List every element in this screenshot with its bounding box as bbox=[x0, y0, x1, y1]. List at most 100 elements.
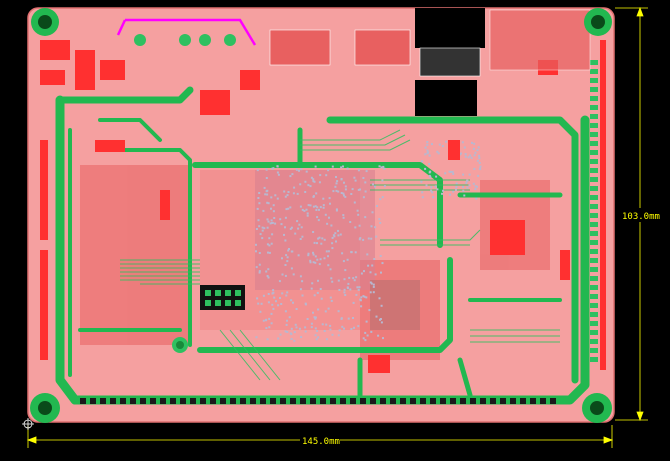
via bbox=[316, 258, 319, 261]
height-dimension-label: 103.0mm bbox=[622, 212, 660, 222]
header-pin bbox=[330, 398, 336, 404]
connector-pin bbox=[590, 177, 598, 182]
via bbox=[266, 226, 269, 229]
via bbox=[449, 193, 452, 196]
via bbox=[333, 235, 336, 238]
via bbox=[312, 253, 315, 256]
header-pin bbox=[250, 398, 256, 404]
via bbox=[363, 295, 366, 298]
via bbox=[299, 288, 302, 291]
via bbox=[307, 204, 310, 207]
via bbox=[365, 170, 368, 173]
via bbox=[290, 299, 293, 302]
via bbox=[343, 288, 346, 291]
via bbox=[325, 338, 328, 341]
via bbox=[315, 209, 318, 211]
via bbox=[261, 226, 264, 229]
via bbox=[319, 206, 322, 209]
via bbox=[468, 184, 471, 187]
via bbox=[343, 291, 346, 294]
via bbox=[305, 170, 308, 173]
via bbox=[309, 259, 312, 262]
via bbox=[271, 303, 274, 306]
header-pin bbox=[350, 398, 356, 404]
via bbox=[463, 194, 466, 197]
via bbox=[312, 311, 314, 314]
connector-pin bbox=[590, 114, 598, 119]
via bbox=[319, 258, 322, 261]
via bbox=[331, 247, 334, 250]
via bbox=[314, 165, 317, 168]
via bbox=[477, 174, 480, 177]
via bbox=[269, 222, 272, 225]
via bbox=[270, 312, 273, 315]
via bbox=[317, 279, 319, 282]
via bbox=[327, 307, 330, 310]
via bbox=[330, 299, 333, 302]
via bbox=[357, 169, 360, 172]
via bbox=[478, 162, 481, 164]
via bbox=[309, 185, 312, 188]
via bbox=[369, 281, 372, 284]
via bbox=[364, 190, 367, 193]
via bbox=[331, 333, 334, 336]
header-pin bbox=[90, 398, 96, 404]
via bbox=[442, 189, 444, 192]
jumper-block bbox=[200, 285, 245, 310]
via bbox=[306, 318, 309, 320]
via bbox=[296, 192, 299, 195]
via bbox=[370, 330, 373, 333]
via bbox=[371, 211, 374, 214]
via bbox=[372, 285, 375, 288]
via bbox=[362, 238, 365, 241]
via bbox=[312, 205, 315, 208]
via bbox=[472, 147, 475, 150]
via bbox=[445, 140, 448, 143]
via bbox=[320, 297, 323, 300]
via bbox=[259, 233, 262, 236]
via bbox=[438, 143, 441, 146]
via bbox=[428, 154, 431, 157]
header-pin bbox=[470, 398, 476, 404]
via bbox=[312, 178, 315, 181]
via bbox=[378, 218, 381, 221]
header-pin bbox=[390, 398, 396, 404]
right-edge-connector bbox=[590, 60, 598, 362]
header-pin bbox=[490, 398, 496, 404]
via bbox=[277, 173, 280, 176]
header-pin bbox=[420, 398, 426, 404]
via bbox=[343, 327, 345, 330]
via bbox=[466, 186, 469, 189]
via bbox=[313, 316, 316, 319]
via bbox=[424, 167, 427, 170]
via bbox=[283, 190, 286, 193]
via bbox=[375, 235, 378, 238]
via bbox=[319, 174, 322, 177]
header-pin bbox=[230, 398, 236, 404]
via bbox=[472, 182, 475, 185]
via bbox=[358, 238, 361, 241]
via bbox=[354, 226, 357, 229]
via bbox=[286, 291, 289, 294]
via bbox=[272, 204, 275, 207]
header-pin bbox=[360, 398, 366, 404]
via bbox=[342, 214, 345, 217]
via bbox=[285, 254, 288, 257]
via bbox=[271, 221, 274, 224]
via bbox=[366, 253, 369, 256]
via bbox=[271, 233, 274, 236]
via bbox=[281, 273, 284, 276]
via bbox=[304, 326, 307, 329]
via bbox=[297, 254, 300, 257]
via bbox=[290, 226, 293, 229]
via bbox=[354, 179, 357, 182]
via bbox=[292, 273, 295, 276]
via bbox=[327, 264, 330, 267]
via bbox=[434, 185, 437, 188]
via bbox=[304, 191, 307, 193]
via bbox=[462, 173, 465, 176]
via bbox=[350, 251, 353, 254]
header-pin bbox=[510, 398, 516, 404]
